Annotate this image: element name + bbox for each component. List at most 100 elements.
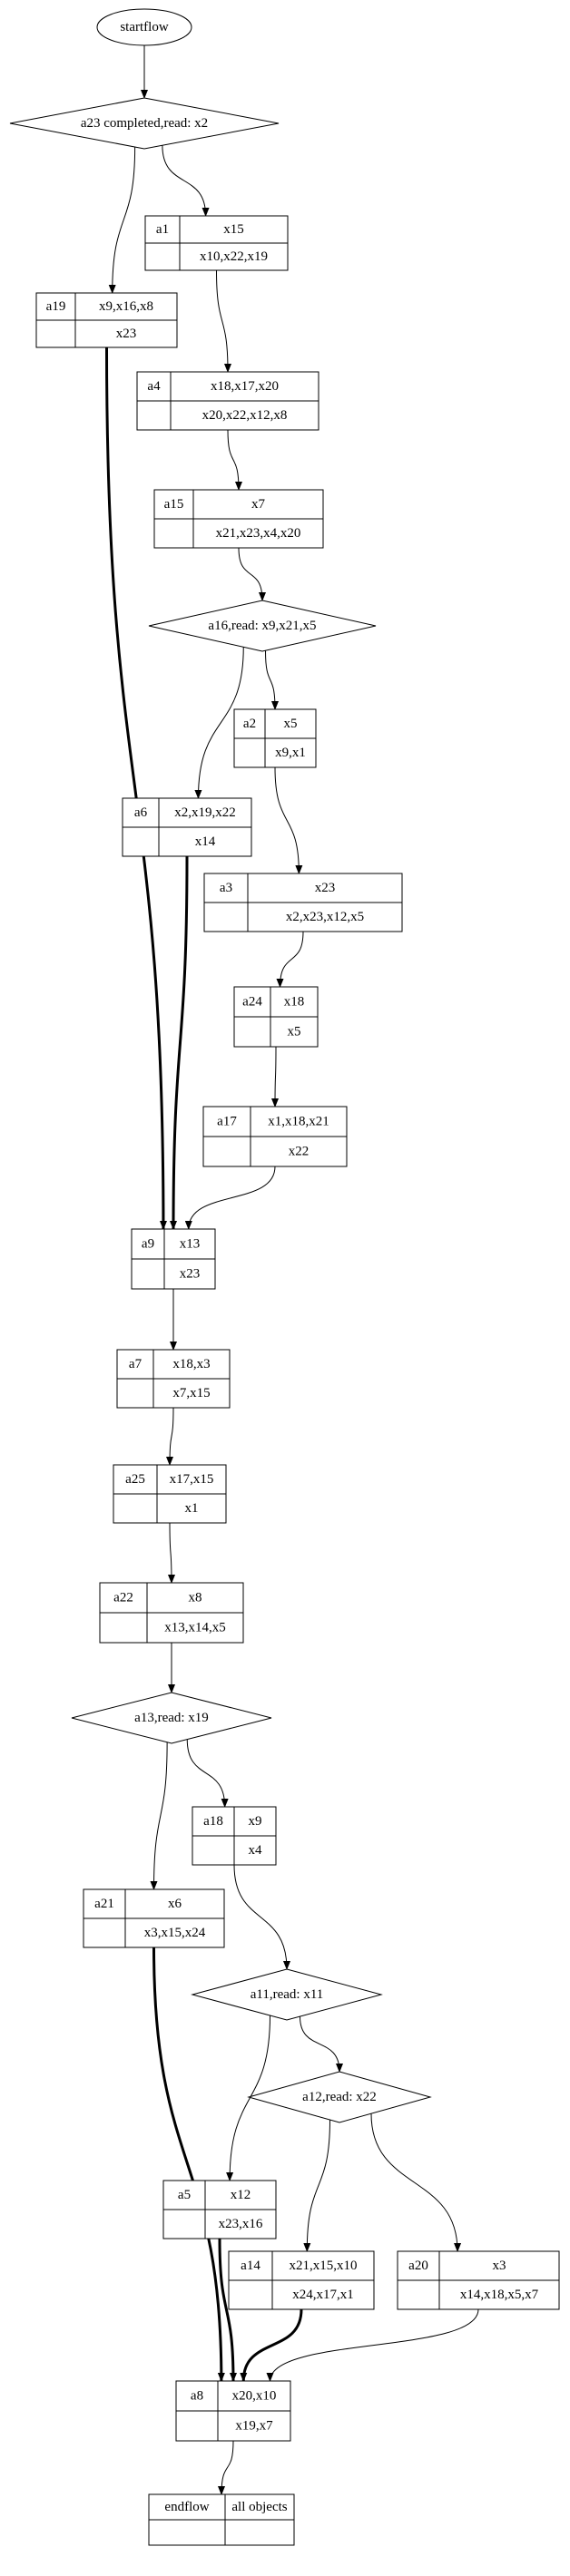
- edge-d_a11-to-a5: [226, 2015, 270, 2181]
- record-name: a15: [164, 497, 184, 512]
- record-name: a17: [217, 1115, 237, 1129]
- edge-a18-to-d_a11: [233, 1864, 290, 1970]
- edge-a24-to-a17: [271, 1046, 280, 1107]
- node-a18: a18 x9 x4: [192, 1806, 277, 1866]
- edge-a2-to-a3: [274, 766, 303, 874]
- record-name: a5: [178, 2188, 191, 2202]
- record-top-values: x18: [284, 995, 305, 1010]
- record-bottom-values: x5: [288, 1025, 301, 1039]
- record-bottom-values: x14,x18,x5,x7: [460, 2288, 539, 2302]
- decision-diamond: [71, 1692, 272, 1744]
- edge-a14-to-a8: [240, 2308, 303, 2382]
- record-bottom-values: x3,x15,x24: [144, 1926, 206, 1940]
- record-top-values: x15: [223, 222, 244, 237]
- record-name: a9: [142, 1237, 154, 1252]
- record-top-values: x18,x17,x20: [211, 379, 279, 394]
- edge-d_a12-to-a20: [370, 2113, 462, 2252]
- record-top-values: x2,x19,x22: [174, 805, 236, 820]
- decision-diamond: [191, 1968, 383, 2021]
- node-a2: a2 x5 x9,x1: [233, 708, 317, 768]
- decision-label: a13,read: x19: [134, 1711, 209, 1725]
- node-a8: a8 x20,x10 x19,x7: [175, 2380, 291, 2442]
- record-bottom-values: x9,x1: [275, 746, 306, 760]
- edge-d_a23-to-a1: [162, 145, 210, 217]
- decision-diamond: [9, 97, 280, 150]
- record-name: a22: [113, 1591, 133, 1605]
- edge-d_a13-to-a21: [150, 1742, 168, 1890]
- record-bottom-values: x23: [116, 327, 137, 341]
- record-top-values: x9: [249, 1814, 262, 1829]
- record-top-values: x20,x10: [232, 2389, 277, 2404]
- end-left-label: endflow: [164, 2500, 209, 2514]
- record-bottom-values: x23,x16: [219, 2217, 263, 2231]
- node-d_a12: a12,read: x22: [247, 2071, 432, 2123]
- node-d_a23: a23 completed,read: x2: [9, 97, 280, 150]
- record-bottom-values: x4: [249, 1843, 263, 1858]
- record-top-values: x21,x15,x10: [290, 2259, 358, 2273]
- edge-a5-to-a8: [218, 2238, 237, 2382]
- node-a3: a3 x23 x2,x23,x12,x5: [203, 873, 403, 932]
- edge-a19-to-a9: [105, 346, 167, 1230]
- record-bottom-values: x19,x7: [235, 2419, 273, 2434]
- record-name: a24: [242, 995, 262, 1010]
- record-top-values: x5: [284, 717, 298, 731]
- record-top-values: x3: [493, 2259, 506, 2273]
- record-top-values: x1,x18,x21: [268, 1115, 329, 1129]
- record-top-values: x6: [168, 1897, 182, 1911]
- node-end: endflow all objects: [148, 2493, 295, 2546]
- record-name: a18: [203, 1814, 223, 1829]
- record-top-values: x7: [251, 497, 266, 512]
- edge-d_a12-to-a14: [303, 2120, 330, 2252]
- record-top-values: x13: [180, 1237, 201, 1252]
- start-ellipse: [96, 8, 192, 46]
- node-d_a16: a16,read: x9,x21,x5: [148, 600, 377, 652]
- edge-a3-to-a24: [276, 931, 304, 988]
- decision-diamond: [247, 2071, 432, 2123]
- edge-a17-to-a9: [184, 1166, 276, 1230]
- edge-a20-to-a8: [266, 2308, 479, 2382]
- start-label: startflow: [120, 20, 168, 34]
- record-bottom-values: x7,x15: [172, 1386, 210, 1400]
- record-name: a3: [220, 881, 232, 895]
- record-bottom-values: x2,x23,x12,x5: [286, 910, 364, 924]
- record-top-values: x18,x3: [172, 1357, 210, 1371]
- node-a20: a20 x3 x14,x18,x5,x7: [397, 2250, 560, 2310]
- record-top-values: x9,x16,x8: [99, 299, 153, 314]
- edge-a6-to-a9: [170, 855, 189, 1230]
- end-right-label: all objects: [231, 2500, 287, 2514]
- decision-label: a23 completed,read: x2: [81, 116, 208, 131]
- record-bottom-values: x24,x17,x1: [292, 2288, 354, 2302]
- record-bottom-values: x14: [195, 834, 216, 849]
- edge-a15-to-d_a16: [238, 547, 266, 601]
- edge-a1-to-a4: [216, 269, 231, 373]
- record-bottom-values: x22: [289, 1145, 310, 1159]
- record-name: a6: [134, 805, 148, 820]
- record-bottom-values: x20,x22,x12,x8: [202, 408, 288, 423]
- node-d_a13: a13,read: x19: [71, 1692, 272, 1744]
- record-name: a8: [191, 2389, 203, 2404]
- record-bottom-values: x10,x22,x19: [200, 249, 268, 264]
- edge-a21-to-a8: [152, 1947, 225, 2382]
- record-top-values: x23: [315, 881, 336, 895]
- record-name: a20: [408, 2259, 428, 2273]
- record-name: a14: [241, 2259, 260, 2273]
- node-a9: a9 x13 x23: [131, 1228, 216, 1290]
- edge-d_a16-to-a2: [265, 650, 279, 710]
- record-bottom-values: x13,x14,x5: [164, 1621, 226, 1635]
- record-name: a1: [156, 222, 169, 237]
- record-bottom-values: x23: [180, 1267, 201, 1282]
- record-name: a2: [243, 717, 256, 731]
- edge-a25-to-a22: [167, 1522, 175, 1584]
- node-start: startflow: [96, 8, 192, 46]
- record-name: a4: [147, 379, 161, 394]
- record-bottom-values: x1: [185, 1501, 199, 1516]
- node-a24: a24 x18 x5: [233, 986, 319, 1048]
